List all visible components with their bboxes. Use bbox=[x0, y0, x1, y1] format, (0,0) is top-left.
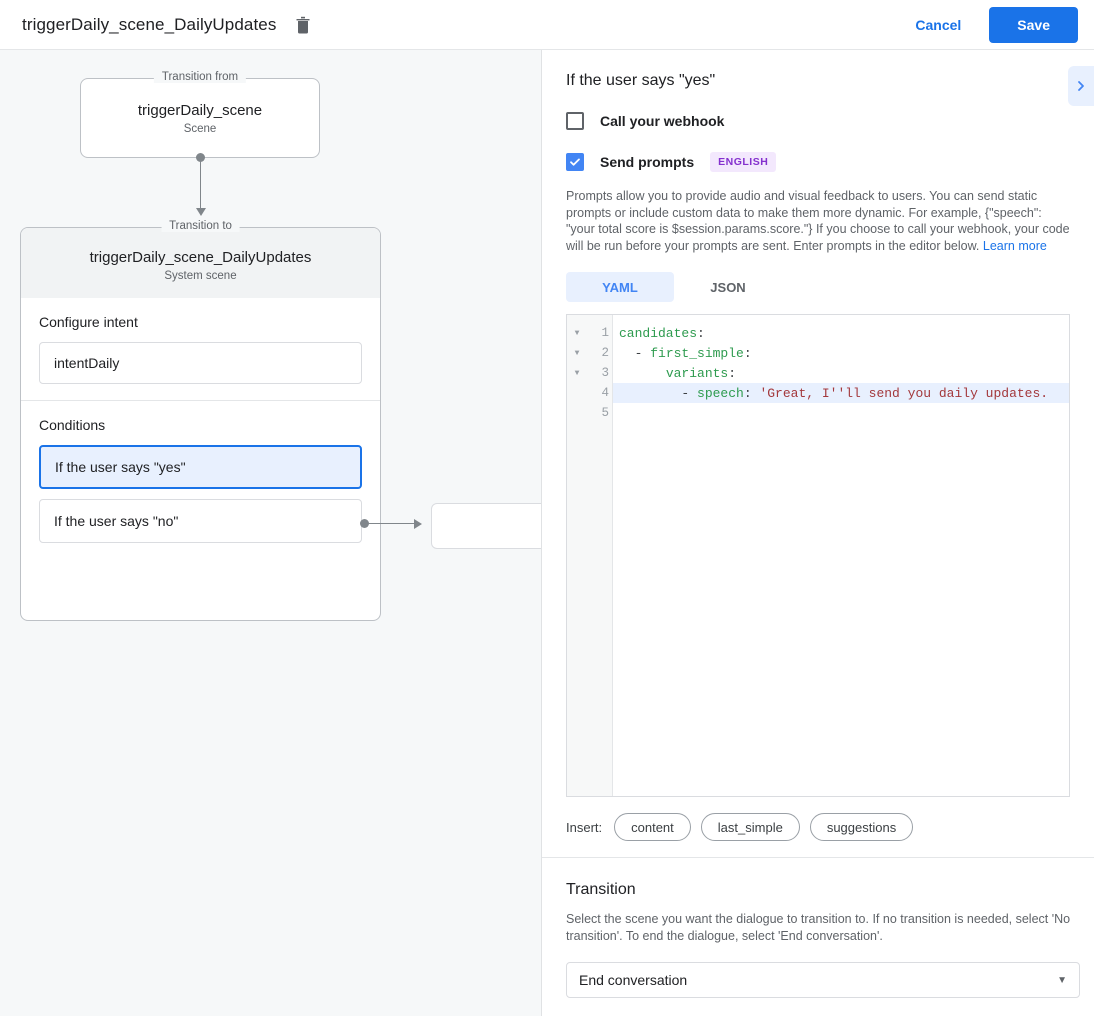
transition-title: Transition bbox=[566, 881, 636, 898]
save-button[interactable]: Save bbox=[989, 6, 1078, 43]
webhook-row[interactable]: Call your webhook bbox=[566, 112, 1070, 130]
code-token-str: 'Great, I''ll send you daily updates. bbox=[759, 385, 1049, 401]
transition-select[interactable]: End conversation ▼ bbox=[566, 962, 1080, 998]
panel-content: If the user says "yes" Call your webhook… bbox=[542, 50, 1094, 841]
code-token-plain: : bbox=[697, 325, 705, 341]
call-webhook-label: Call your webhook bbox=[600, 113, 725, 129]
line-number-value: 2 bbox=[601, 346, 609, 360]
line-number-value: 4 bbox=[601, 386, 609, 400]
learn-more-link[interactable]: Learn more bbox=[982, 238, 1047, 253]
transition-from-title: triggerDaily_scene bbox=[137, 102, 263, 119]
editor-line-number: ▼3 bbox=[567, 363, 612, 383]
delete-icon[interactable] bbox=[290, 12, 316, 38]
top-bar-actions: Cancel Save bbox=[901, 6, 1078, 43]
intent-field[interactable]: intentDaily bbox=[39, 342, 362, 384]
code-token-plain: : bbox=[743, 385, 760, 401]
connector-arrow-down bbox=[196, 208, 206, 216]
graph-canvas[interactable]: Transition from triggerDaily_scene Scene… bbox=[0, 50, 541, 1016]
editor-line-number: 4 bbox=[567, 383, 612, 403]
transition-to-body: Configure intent intentDaily Conditions … bbox=[21, 298, 380, 569]
condition-item-no[interactable]: If the user says "no" bbox=[39, 499, 362, 543]
transition-to-title: triggerDaily_scene_DailyUpdates bbox=[89, 249, 312, 266]
code-token-key: variants bbox=[665, 365, 729, 381]
transition-to-subtitle: System scene bbox=[164, 270, 237, 282]
insert-chip-suggestions[interactable]: suggestions bbox=[809, 813, 914, 841]
transition-section: Transition Select the scene you want the… bbox=[566, 881, 1080, 998]
send-prompts-checkbox[interactable] bbox=[566, 153, 584, 171]
detail-panel: If the user says "yes" Call your webhook… bbox=[542, 50, 1094, 1016]
tab-json[interactable]: JSON bbox=[710, 279, 746, 295]
insert-label: Insert: bbox=[566, 819, 603, 835]
editor-line-number: ▼1 bbox=[567, 323, 612, 343]
code-token-plain bbox=[619, 366, 666, 381]
transition-description: Select the scene you want the dialogue t… bbox=[566, 912, 1071, 943]
conditions-section: Conditions If the user says "yes" If the… bbox=[21, 400, 380, 569]
editor-code-line[interactable]: - speech: 'Great, I''ll send you daily u… bbox=[613, 383, 1069, 403]
condition-item-yes[interactable]: If the user says "yes" bbox=[39, 445, 362, 489]
transition-from-subtitle: Scene bbox=[183, 123, 217, 135]
code-token-key: candidates bbox=[619, 325, 698, 341]
editor-code-area[interactable]: candidates: - first_simple: variants: - … bbox=[613, 315, 1069, 796]
language-badge: ENGLISH bbox=[710, 152, 777, 172]
line-number-value: 5 bbox=[601, 406, 609, 420]
fold-triangle-icon[interactable]: ▼ bbox=[574, 348, 580, 358]
line-number-value: 1 bbox=[601, 326, 609, 340]
panel-title: If the user says "yes" bbox=[566, 72, 716, 89]
code-token-key: speech bbox=[697, 385, 744, 401]
cancel-button[interactable]: Cancel bbox=[901, 9, 975, 41]
code-token-plain: - bbox=[619, 385, 698, 401]
transition-from-legend: Transition from bbox=[153, 71, 247, 83]
fold-triangle-icon[interactable]: ▼ bbox=[574, 368, 580, 378]
insert-chip-last_simple[interactable]: last_simple bbox=[700, 813, 800, 841]
chevron-right-icon[interactable] bbox=[1068, 66, 1094, 106]
fold-triangle-icon[interactable]: ▼ bbox=[574, 328, 580, 338]
call-webhook-checkbox[interactable] bbox=[566, 112, 584, 130]
insert-chip-content[interactable]: content bbox=[614, 813, 691, 841]
editor-code-line[interactable]: variants: bbox=[613, 363, 1069, 383]
transition-from-node[interactable]: Transition from triggerDaily_scene Scene bbox=[80, 71, 320, 158]
code-token-plain: : bbox=[743, 345, 752, 361]
tab-yaml[interactable]: YAML bbox=[566, 272, 674, 302]
condition-connector-line bbox=[364, 523, 420, 524]
prompts-description-text: Prompts allow you to provide audio and v… bbox=[566, 189, 1070, 253]
configure-intent-section: Configure intent intentDaily bbox=[21, 298, 380, 400]
condition-connector-arrow bbox=[414, 519, 422, 529]
code-token-key: first_simple bbox=[650, 345, 744, 361]
section-divider bbox=[542, 857, 1094, 858]
insert-row: Insert: content last_simple suggestions bbox=[566, 813, 1070, 841]
top-bar: triggerDaily_scene_DailyUpdates Cancel S… bbox=[0, 0, 1094, 50]
transition-to-node[interactable]: Transition to triggerDaily_scene_DailyUp… bbox=[20, 220, 381, 621]
editor-code-line[interactable]: - first_simple: bbox=[613, 343, 1069, 363]
target-node-card[interactable] bbox=[431, 503, 541, 549]
send-prompts-row[interactable]: Send prompts ENGLISH bbox=[566, 152, 1070, 172]
editor-code-line[interactable]: candidates: bbox=[613, 323, 1069, 343]
conditions-label: Conditions bbox=[39, 417, 106, 433]
prompts-description: Prompts allow you to provide audio and v… bbox=[566, 188, 1070, 254]
editor-line-number: ▼2 bbox=[567, 343, 612, 363]
transition-select-value: End conversation bbox=[579, 972, 688, 988]
chevron-down-icon: ▼ bbox=[1057, 974, 1067, 986]
format-tabs: YAML JSON bbox=[566, 272, 1070, 302]
editor-line-number: 5 bbox=[567, 403, 612, 423]
insert-chip-list: content last_simple suggestions bbox=[614, 813, 923, 841]
transition-to-header: triggerDaily_scene_DailyUpdates System s… bbox=[21, 228, 380, 298]
send-prompts-label: Send prompts bbox=[600, 154, 695, 170]
line-number-value: 3 bbox=[601, 366, 609, 380]
page-title: triggerDaily_scene_DailyUpdates bbox=[22, 14, 277, 34]
transition-to-legend: Transition to bbox=[161, 220, 240, 232]
code-token-plain: : bbox=[728, 365, 737, 381]
configure-intent-label: Configure intent bbox=[39, 314, 138, 330]
editor-code-line[interactable] bbox=[613, 403, 1069, 423]
connector-line-vertical bbox=[200, 157, 201, 210]
panel-divider bbox=[541, 50, 542, 1016]
code-token-plain: - bbox=[619, 345, 651, 361]
